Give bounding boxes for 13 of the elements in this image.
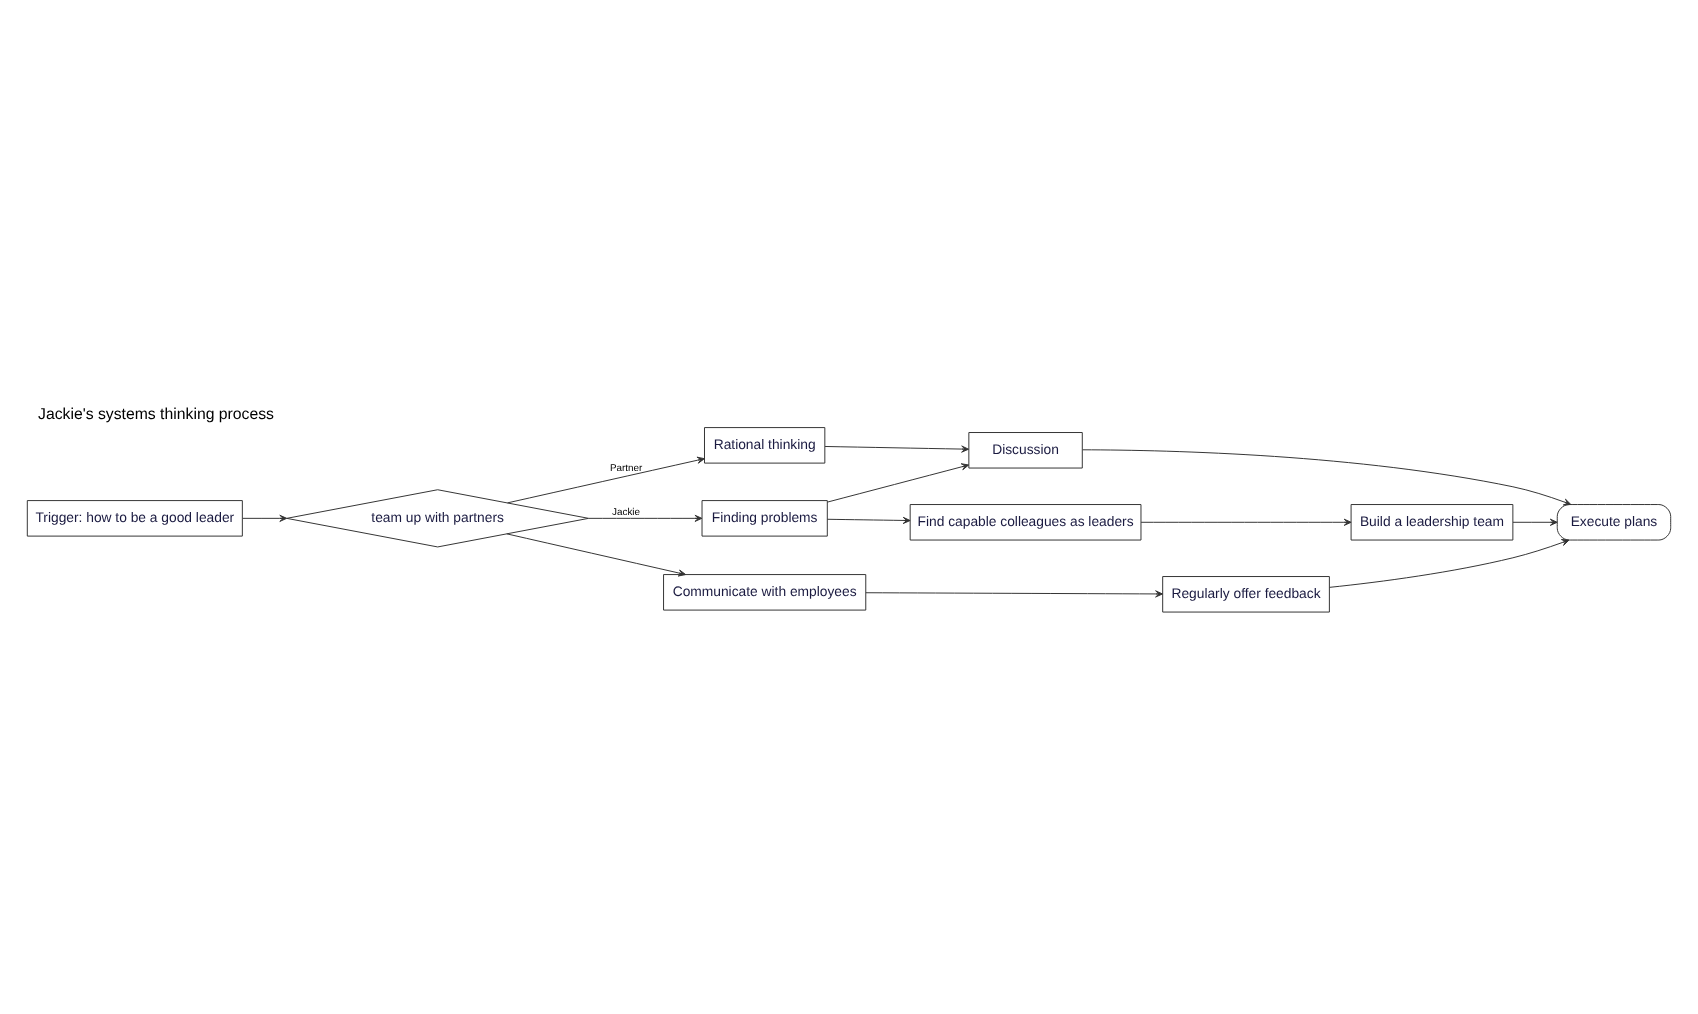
arrow bbox=[506, 533, 687, 577]
arrow bbox=[588, 514, 703, 522]
arrow bbox=[824, 445, 970, 453]
arrow bbox=[826, 516, 911, 525]
diagram-title: Jackie's systems thinking process bbox=[38, 404, 274, 423]
arrow bbox=[1140, 518, 1352, 526]
arrow bbox=[242, 514, 288, 522]
arrow bbox=[865, 590, 1163, 598]
arrow bbox=[826, 463, 970, 503]
arrow bbox=[1329, 539, 1570, 588]
arrow bbox=[1512, 518, 1558, 526]
arrow bbox=[1082, 449, 1572, 506]
arrow bbox=[507, 456, 705, 504]
